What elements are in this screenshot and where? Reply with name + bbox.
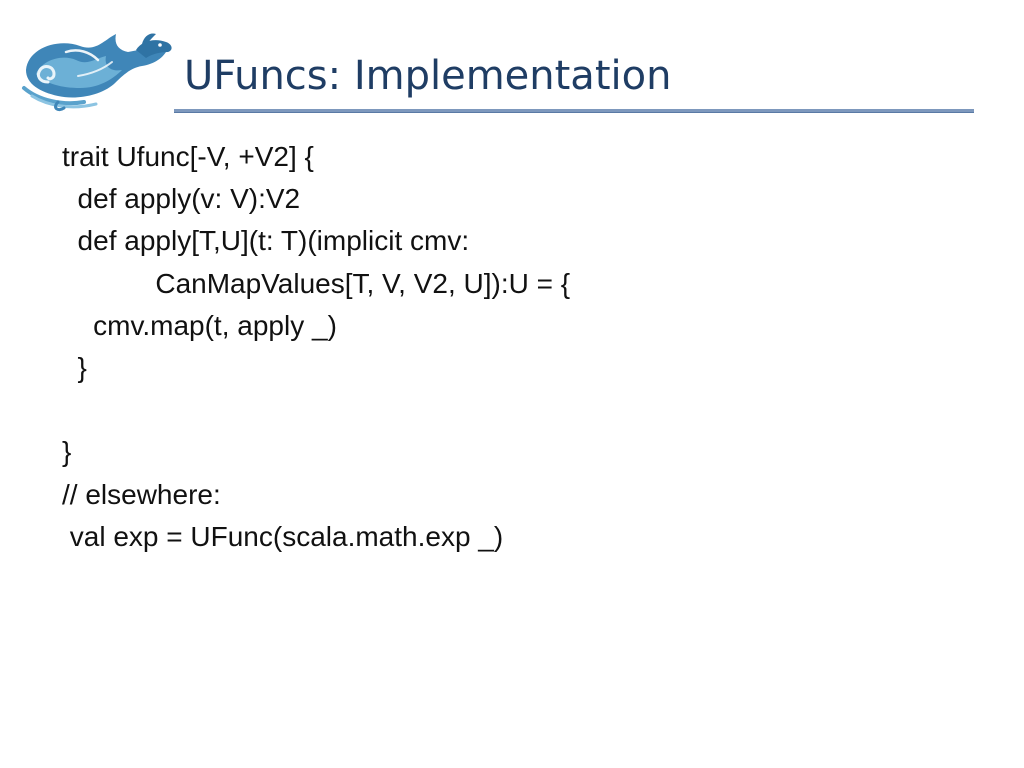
- code-line: cmv.map(t, apply _): [62, 309, 337, 341]
- code-line: def apply(v: V):V2: [62, 183, 301, 215]
- code-line: def apply[T,U](t: T)(implicit cmv:: [62, 225, 470, 257]
- code-line: trait Ufunc[-V, +V2] {: [62, 141, 314, 172]
- code-block: trait Ufunc[-V, +V2] { def apply(v: V):V…: [62, 136, 570, 558]
- code-line: // elsewhere:: [62, 478, 221, 510]
- code-line: [62, 389, 570, 431]
- code-line: }: [62, 436, 72, 468]
- wave-logo-icon: [18, 30, 176, 112]
- slide-title: UFuncs: Implementation: [184, 53, 672, 99]
- code-line: CanMapValues[T, V, V2, U]):U = {: [62, 267, 571, 299]
- code-line: }: [62, 351, 87, 383]
- title-divider: [174, 109, 974, 113]
- code-line: val exp = UFunc(scala.math.exp _): [62, 520, 504, 552]
